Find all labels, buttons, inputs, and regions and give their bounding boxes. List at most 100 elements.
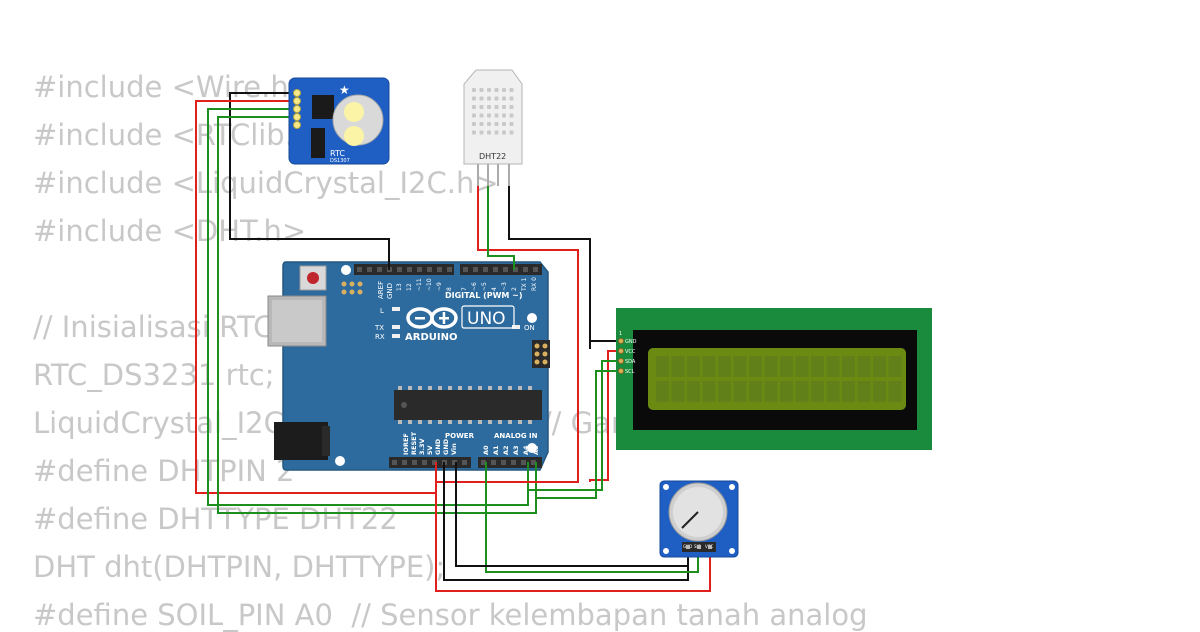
digital-pin-label: ~9 <box>436 282 443 291</box>
analog-pin-label: A0 <box>482 445 490 455</box>
header-hole <box>397 267 402 272</box>
rtc-crystal <box>311 128 325 158</box>
vent-hole <box>487 122 491 126</box>
vent-hole <box>472 88 476 92</box>
digital-pin-label: RX 0 <box>531 277 538 291</box>
led-l-label: L <box>380 307 384 315</box>
lcd-cell <box>687 381 700 402</box>
chip-pin <box>498 420 502 424</box>
rtc-pin-pads <box>293 89 301 129</box>
rtc-module[interactable]: ★ RTC DS1307 <box>288 77 390 165</box>
header-hole <box>513 267 518 272</box>
wires <box>195 92 711 592</box>
mounting-hole <box>335 456 345 466</box>
header-hole <box>417 267 422 272</box>
vent-hole <box>479 113 484 118</box>
mounting-hole <box>729 548 735 554</box>
vent-hole <box>479 122 484 126</box>
power-label: POWER <box>445 432 475 440</box>
analog-header[interactable] <box>478 457 542 468</box>
potentiometer-module[interactable]: GNDSIGVCC <box>659 480 739 558</box>
vent-hole <box>472 122 476 126</box>
coin-battery-contact <box>344 102 364 122</box>
header-hole <box>533 267 538 272</box>
pot-pins: GNDSIGVCC <box>683 544 714 549</box>
code-line: #define SOIL_PIN A0 // Sensor kelembapan… <box>33 598 868 632</box>
lcd-pin-label: SCL <box>625 369 635 375</box>
header-hole <box>483 267 488 272</box>
digital-pin-label: TX 1 <box>521 277 528 292</box>
vent-hole <box>472 105 476 109</box>
lcd-pin <box>618 338 624 344</box>
lcd-cell <box>888 356 902 377</box>
chip-pin <box>398 386 402 390</box>
icsp-header <box>341 281 363 295</box>
chip-pin <box>418 386 422 390</box>
wire-pot-sig <box>485 462 699 573</box>
header-hole <box>473 267 478 272</box>
usb-connector-inner <box>272 300 322 342</box>
vent-hole <box>487 130 491 135</box>
lcd-pin-label: VCC <box>625 349 636 355</box>
led-tx-label: TX <box>374 324 384 332</box>
lcd-cell <box>842 356 855 377</box>
mounting-hole <box>527 443 537 453</box>
gnd-label: GND <box>386 283 394 299</box>
power-pin-label: 3.3V <box>418 438 426 455</box>
lcd-cell <box>656 381 669 402</box>
vent-hole <box>494 122 499 126</box>
analog-pin-label: A1 <box>492 445 500 455</box>
chip-pin <box>488 420 492 424</box>
atmega-chip <box>394 390 542 420</box>
lcd-pin <box>618 358 624 364</box>
chip-pin <box>468 420 472 424</box>
header-hole <box>422 460 427 465</box>
chip-pin <box>398 420 402 424</box>
chip-pin <box>408 386 412 390</box>
wire-lcd-vcc <box>589 350 620 482</box>
chip-pin <box>518 420 522 424</box>
lcd-cell <box>795 381 809 402</box>
lcd-cell <box>733 381 747 402</box>
header-hole <box>493 267 498 272</box>
lcd-cell <box>780 356 793 377</box>
analog-pin-label: A5 <box>532 445 540 455</box>
dht22-legs <box>477 164 510 186</box>
led-rx <box>392 334 400 338</box>
lcd-cell <box>764 381 778 402</box>
analog-pin-label: A2 <box>502 445 510 455</box>
wire-dht-data <box>487 180 515 270</box>
wire-lcd-scl <box>536 370 620 499</box>
digital-header-right[interactable] <box>460 264 542 275</box>
header-hole <box>521 460 526 465</box>
chip-pin <box>468 386 472 390</box>
led-rx-label: RX <box>375 333 385 341</box>
header-hole <box>452 460 457 465</box>
power-pin-label: GND <box>434 438 442 455</box>
vent-hole <box>479 130 484 135</box>
lcd-cell <box>873 356 886 377</box>
lcd-cell <box>780 381 793 402</box>
rtc-model: DS1307 <box>330 158 350 164</box>
code-line: #define DHTTYPE DHT22 <box>33 502 398 536</box>
wire-dht-gnd <box>508 180 620 342</box>
digital-pin-label: 12 <box>406 283 413 291</box>
vent-hole <box>472 130 476 135</box>
header-hole <box>503 267 508 272</box>
dht22-label: DHT22 <box>479 152 506 161</box>
digital-pin-label: 7 <box>461 287 468 291</box>
power-header[interactable] <box>389 457 471 468</box>
vent-hole <box>509 113 514 118</box>
analog-pin-label: A3 <box>512 445 520 455</box>
dht22-sensor[interactable]: DHT22 <box>463 69 523 186</box>
digital-header-left[interactable] <box>354 264 454 275</box>
lcd-cell <box>795 356 809 377</box>
wire-rtc-scl <box>217 116 537 514</box>
rtc-label: RTC <box>330 149 345 158</box>
power-jack <box>274 422 328 460</box>
dht22-vent-grid <box>472 88 514 135</box>
reset-button-cap[interactable] <box>307 272 319 284</box>
